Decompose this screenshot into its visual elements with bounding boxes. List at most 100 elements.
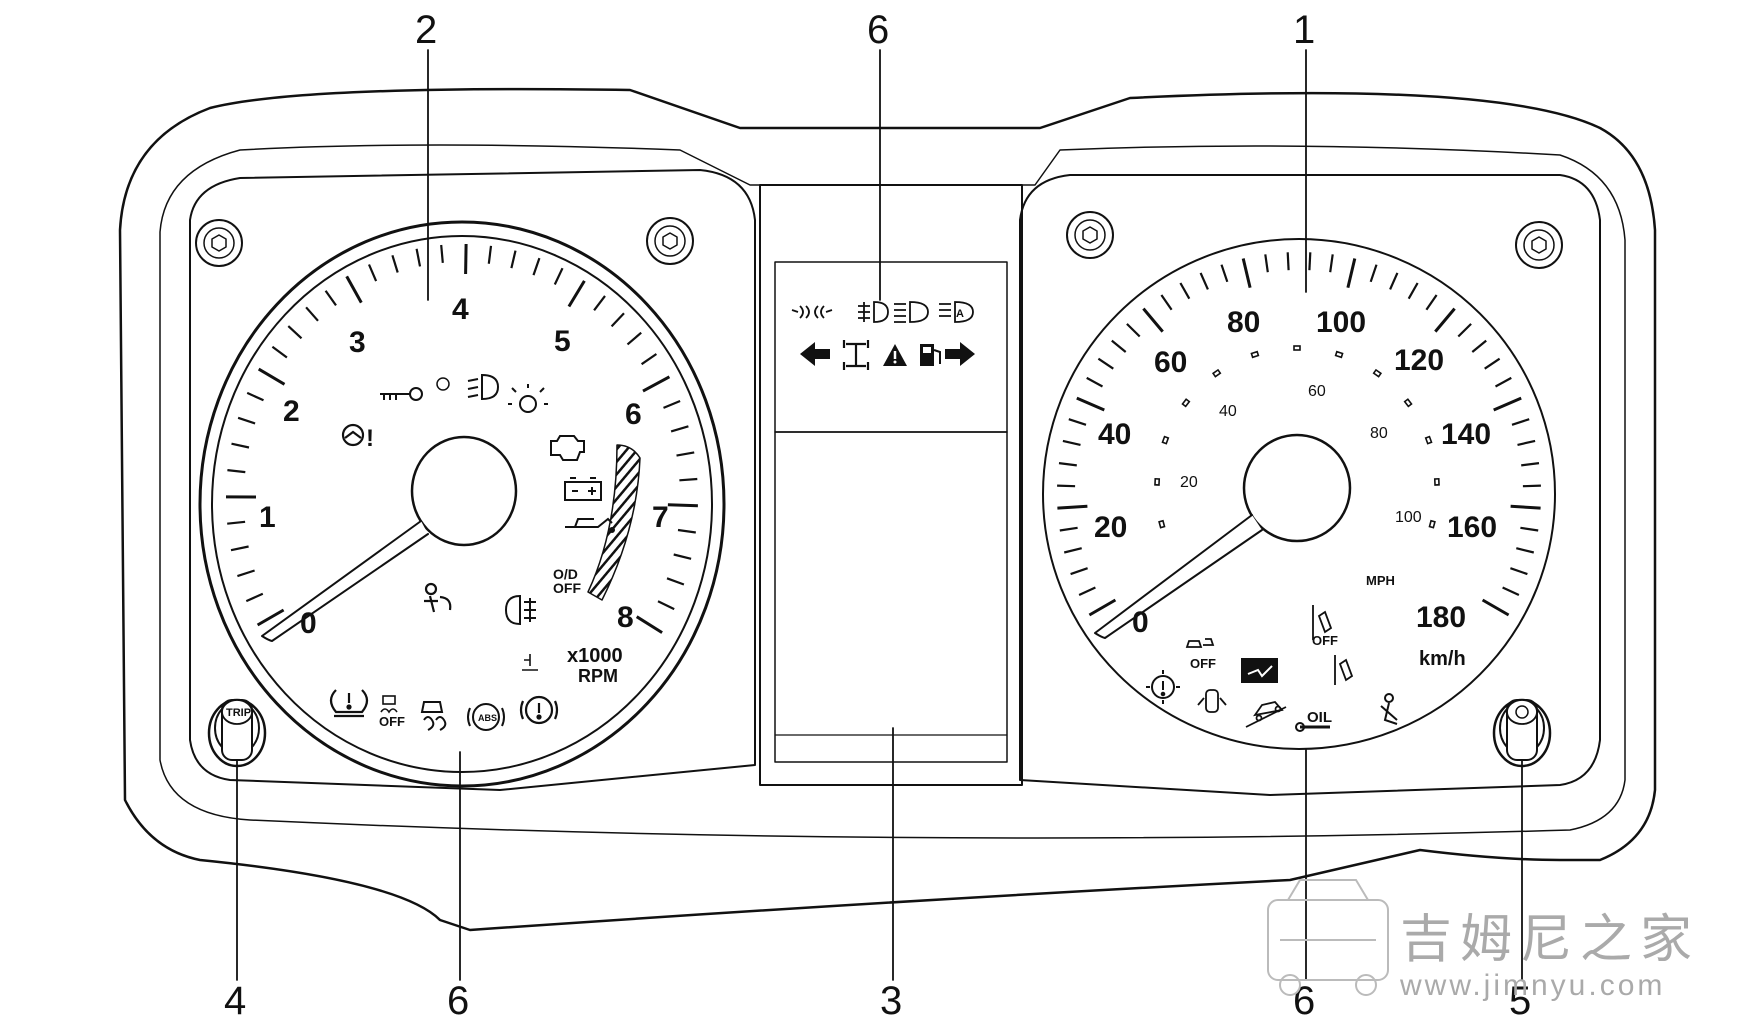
speedo-tick-26 (1371, 265, 1377, 282)
tach-tick-15 (347, 276, 362, 302)
turn-left-icon (800, 342, 830, 366)
speedo-tick-15 (1143, 309, 1162, 332)
steering-warning-icon (343, 425, 363, 445)
rear-fog-icon (506, 596, 536, 624)
tach-redzone (588, 445, 640, 600)
tach-tick-32 (671, 426, 688, 431)
tach-tick-11 (272, 347, 287, 358)
speedo-tick-8 (1063, 441, 1081, 445)
seatbelt-icon (1381, 694, 1397, 724)
speedo-ring (1043, 239, 1555, 749)
tach-tick-7 (232, 444, 250, 448)
callout-4: 4 (224, 979, 246, 1023)
mph-tick-5 (1251, 352, 1258, 358)
tach-tick-28 (628, 333, 642, 345)
tach-tick-37 (674, 555, 691, 559)
oil-pressure-icon (565, 519, 614, 532)
tach-tick-16 (369, 265, 376, 282)
mph-tick-4 (1213, 370, 1220, 377)
mph-label: MPH (1366, 573, 1395, 588)
callout-2: 2 (415, 8, 437, 52)
tach-num-7: 7 (652, 501, 669, 534)
brake-warning-icon (521, 697, 557, 723)
watermark-logo (1268, 880, 1388, 995)
speedo-tick-18 (1201, 273, 1208, 290)
mph-tick-10 (1426, 437, 1432, 444)
speedo-tick-21 (1265, 254, 1268, 272)
speedo-tick-37 (1518, 441, 1536, 445)
tach-needle (262, 521, 428, 641)
mph-tick-12 (1429, 521, 1434, 528)
tach-tick-9 (247, 393, 263, 400)
low-fuel-icon (920, 344, 940, 366)
position-lamp-icon (792, 306, 832, 318)
tach-tick-21 (489, 246, 491, 264)
speedo-num-140: 140 (1441, 418, 1491, 451)
tach-tick-27 (612, 313, 624, 326)
door-open-icon (1198, 690, 1226, 712)
screw-rr (1516, 222, 1562, 268)
speedo-tick-29 (1426, 295, 1436, 310)
speedo-tick-12 (1098, 359, 1113, 369)
4wd-icon (844, 340, 868, 370)
kmh-label: km/h (1419, 648, 1466, 670)
tach-tick-36 (678, 530, 696, 533)
mph-num-80: 80 (1370, 425, 1388, 442)
callout-6-left: 6 (447, 979, 469, 1023)
esp-off-icon (381, 696, 397, 712)
tach-tick-13 (306, 307, 318, 321)
speedo-tick-24 (1330, 254, 1333, 272)
speedo-tick-41 (1520, 528, 1538, 531)
tach-tick-39 (658, 601, 674, 609)
tach-tick-12 (288, 326, 301, 338)
dsbs-off-label: OFF (1190, 656, 1216, 671)
callout-3: 3 (880, 979, 902, 1023)
mph-tick-9 (1405, 399, 1412, 406)
auto-high-beam-letter: A (956, 308, 964, 320)
tach-tick-18 (417, 249, 420, 267)
mph-num-60: 60 (1308, 383, 1326, 400)
tach-num-5: 5 (554, 325, 571, 358)
tach-hub (412, 437, 516, 545)
tach-tick-26 (594, 296, 605, 310)
speedo-tick-39 (1523, 486, 1541, 487)
lane-departure-icon (1335, 655, 1352, 685)
tach-tick-8 (238, 418, 255, 424)
tach-tick-4 (227, 522, 245, 524)
speedo-tick-27 (1390, 273, 1397, 290)
speedo-num-180: 180 (1416, 601, 1466, 634)
key-icon (380, 388, 422, 400)
screw-rl (1067, 212, 1113, 258)
tach-tick-40 (637, 617, 662, 633)
speedo-tick-40 (1511, 506, 1541, 508)
coolant-temp-icon (522, 654, 538, 670)
speedo-tick-17 (1180, 283, 1189, 299)
dimmer-knob[interactable] (1494, 700, 1550, 766)
esp-slip-icon (422, 702, 445, 730)
tach-tick-6 (227, 470, 245, 472)
mph-tick-7 (1336, 352, 1343, 358)
trip-label: TRIP (226, 707, 251, 719)
tach-tick-24 (555, 268, 563, 284)
screw-tl (196, 220, 242, 266)
speedo-num-0: 0 (1132, 606, 1149, 639)
speedo-tick-4 (1060, 528, 1078, 531)
speedo-num-80: 80 (1227, 306, 1260, 339)
speedo-tick-34 (1496, 378, 1512, 387)
tach-num-4: 4 (452, 293, 469, 326)
screw-tr (647, 218, 693, 264)
callout-6-top: 6 (867, 8, 889, 52)
tire-warning-icon (1146, 670, 1180, 704)
mph-tick-11 (1435, 479, 1439, 485)
speedo-tick-5 (1057, 506, 1087, 508)
headlight-level-icon (468, 375, 498, 399)
mph-tick-0 (1159, 521, 1164, 528)
turn-right-icon (945, 342, 975, 366)
abs-label: ABS (478, 713, 497, 723)
tach-tick-31 (664, 401, 681, 408)
speedo-tick-42 (1516, 548, 1534, 552)
tach-tick-19 (441, 245, 443, 263)
speedo-tick-25 (1348, 259, 1355, 288)
airbag-icon (424, 584, 450, 612)
